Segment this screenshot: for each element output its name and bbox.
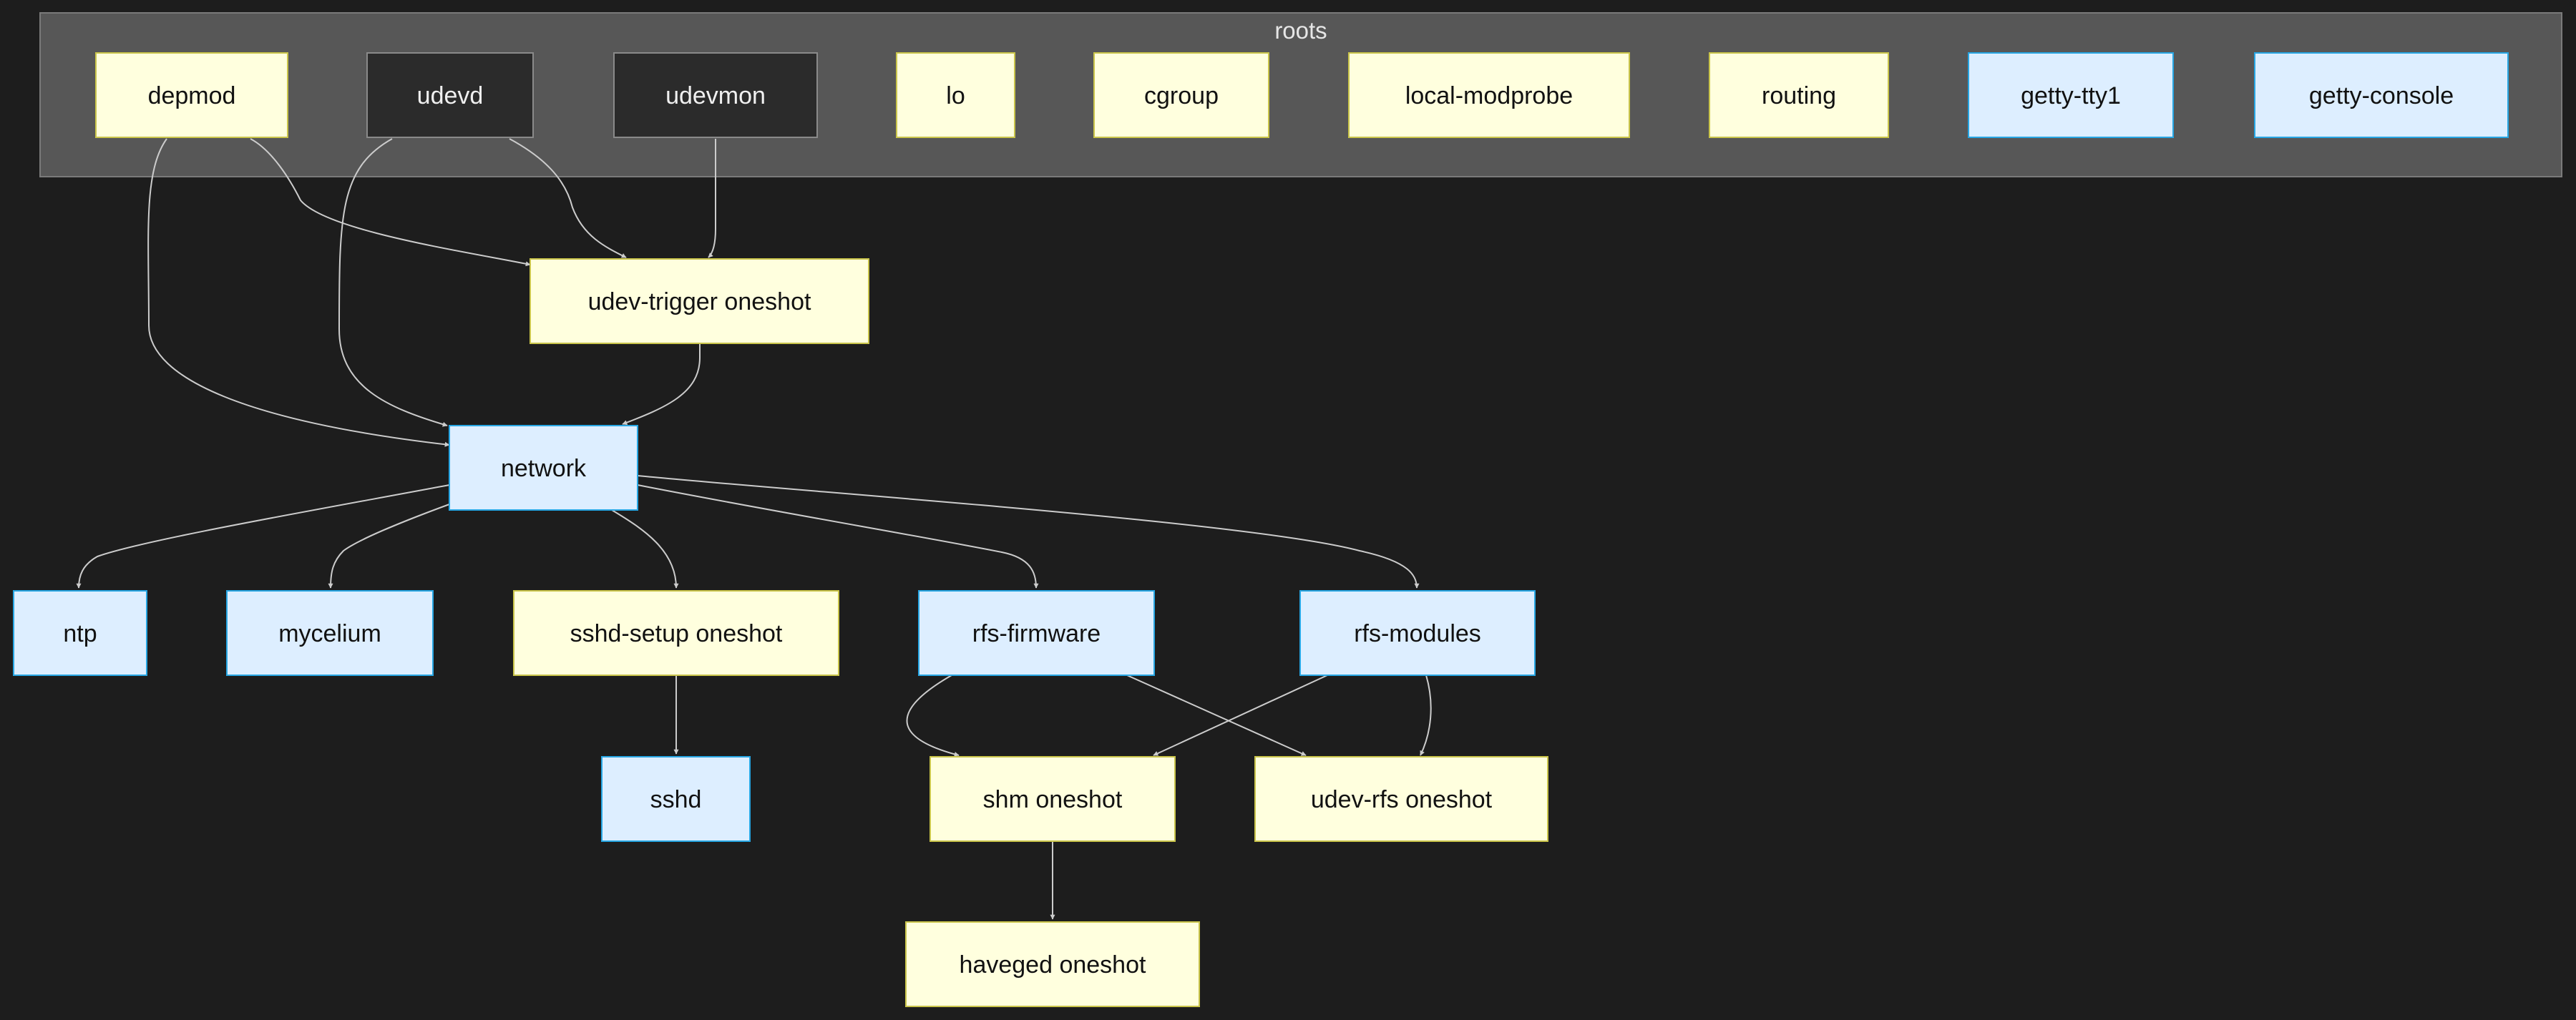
node-local-modprobe-label: local-modprobe bbox=[1405, 82, 1573, 109]
node-getty-console-box[interactable] bbox=[2254, 52, 2509, 138]
node-routing-box[interactable] bbox=[1709, 52, 1889, 138]
node-udevmon-box[interactable] bbox=[613, 52, 818, 138]
node-udevd-box[interactable] bbox=[366, 52, 534, 138]
node-udev-trigger-label: udev-trigger oneshot bbox=[588, 288, 811, 315]
node-cgroup-box[interactable] bbox=[1093, 52, 1269, 138]
node-rfs-firmware-box[interactable] bbox=[918, 590, 1155, 676]
node-rfs-modules[interactable]: rfs-modules bbox=[1299, 590, 1536, 676]
edge-network-to-sshd-setup bbox=[611, 509, 679, 589]
node-ntp-label: ntp bbox=[63, 620, 97, 647]
node-depmod-box[interactable] bbox=[95, 52, 288, 138]
node-getty-console[interactable]: getty-console bbox=[2254, 52, 2509, 138]
node-shm[interactable]: shm oneshot bbox=[930, 756, 1176, 842]
node-haveged-label: haveged oneshot bbox=[960, 951, 1146, 979]
node-local-modprobe[interactable]: local-modprobe bbox=[1348, 52, 1630, 138]
node-udevd-label: udevd bbox=[417, 82, 484, 109]
node-network-box[interactable] bbox=[449, 425, 638, 511]
node-udevd[interactable]: udevd bbox=[366, 52, 534, 138]
node-sshd-setup[interactable]: sshd-setup oneshot bbox=[513, 590, 839, 676]
node-lo-label: lo bbox=[946, 82, 965, 109]
node-getty-tty1-label: getty-tty1 bbox=[2021, 82, 2121, 109]
edge-udevd-to-udev-trigger bbox=[509, 138, 627, 258]
node-rfs-firmware-label: rfs-firmware bbox=[972, 620, 1101, 647]
node-udev-rfs-label: udev-rfs oneshot bbox=[1311, 786, 1493, 813]
node-routing-label: routing bbox=[1762, 82, 1836, 109]
node-sshd-setup-label: sshd-setup oneshot bbox=[570, 620, 783, 647]
node-haveged[interactable]: haveged oneshot bbox=[905, 921, 1200, 1007]
node-udev-rfs[interactable]: udev-rfs oneshot bbox=[1254, 756, 1548, 842]
node-mycelium-label: mycelium bbox=[278, 620, 381, 647]
node-lo-box[interactable] bbox=[896, 52, 1015, 138]
node-local-modprobe-box[interactable] bbox=[1348, 52, 1630, 138]
edges-layer bbox=[76, 138, 1432, 920]
node-shm-box[interactable] bbox=[930, 756, 1176, 842]
node-ntp[interactable]: ntp bbox=[13, 590, 147, 676]
node-rfs-modules-box[interactable] bbox=[1299, 590, 1536, 676]
edge-network-to-ntp bbox=[76, 484, 450, 589]
node-mycelium[interactable]: mycelium bbox=[226, 590, 434, 676]
node-rfs-modules-label: rfs-modules bbox=[1354, 620, 1481, 647]
nodes-layer: depmod udevd udevmon lo cgroup local-modprobe… bbox=[13, 52, 2509, 1007]
edge-rfs-firmware-to-udev-rfs bbox=[1126, 675, 1307, 756]
edge-rfs-modules-to-udev-rfs bbox=[1420, 675, 1432, 756]
node-sshd-label: sshd bbox=[650, 786, 702, 813]
edge-rfs-modules-to-shm bbox=[1153, 675, 1328, 756]
edge-udev-trigger-to-network bbox=[622, 343, 701, 426]
node-depmod-label: depmod bbox=[148, 82, 236, 109]
edge-network-to-mycelium bbox=[328, 504, 450, 589]
node-udev-rfs-box[interactable] bbox=[1254, 756, 1548, 842]
node-network-label: network bbox=[501, 455, 587, 482]
node-sshd-box[interactable] bbox=[601, 756, 751, 842]
node-udev-trigger[interactable]: udev-trigger oneshot bbox=[530, 258, 869, 344]
node-udevmon-label: udevmon bbox=[665, 82, 766, 109]
node-udev-trigger-box[interactable] bbox=[530, 258, 869, 344]
node-sshd[interactable]: sshd bbox=[601, 756, 751, 842]
node-getty-tty1[interactable]: getty-tty1 bbox=[1968, 52, 2174, 138]
edge-depmod-to-udev-trigger bbox=[250, 138, 531, 267]
node-network[interactable]: network bbox=[449, 425, 638, 511]
node-mycelium-box[interactable] bbox=[226, 590, 434, 676]
node-getty-tty1-box[interactable] bbox=[1968, 52, 2174, 138]
edge-udevd-to-network bbox=[338, 138, 448, 427]
node-lo[interactable]: lo bbox=[896, 52, 1015, 138]
node-cgroup[interactable]: cgroup bbox=[1093, 52, 1269, 138]
cluster-roots-label: roots bbox=[1274, 17, 1327, 44]
edge-network-to-rfs-firmware bbox=[637, 484, 1039, 589]
node-cgroup-label: cgroup bbox=[1144, 82, 1219, 109]
node-udevmon[interactable]: udevmon bbox=[613, 52, 818, 138]
edge-network-to-rfs-modules bbox=[637, 475, 1420, 589]
edge-rfs-firmware-to-shm bbox=[906, 675, 960, 757]
node-ntp-box[interactable] bbox=[13, 590, 147, 676]
edge-udevmon-to-udev-trigger bbox=[708, 139, 716, 258]
node-rfs-firmware[interactable]: rfs-firmware bbox=[918, 590, 1155, 676]
node-routing[interactable]: routing bbox=[1709, 52, 1889, 138]
node-haveged-box[interactable] bbox=[905, 921, 1200, 1007]
edge-depmod-to-network bbox=[147, 138, 450, 447]
node-sshd-setup-box[interactable] bbox=[513, 590, 839, 676]
node-depmod[interactable]: depmod bbox=[95, 52, 288, 138]
node-getty-console-label: getty-console bbox=[2309, 82, 2454, 109]
node-shm-label: shm oneshot bbox=[983, 786, 1123, 813]
